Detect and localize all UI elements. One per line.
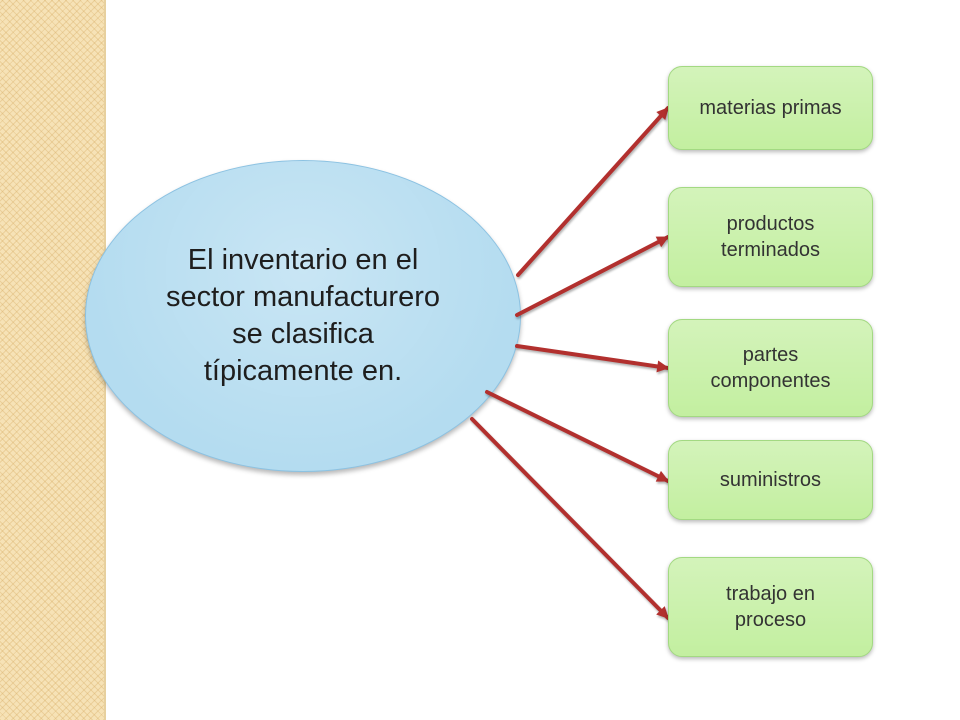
node-label: materias primas: [699, 97, 842, 119]
node-label: proceso: [734, 609, 807, 631]
central-concept-ellipse: El inventario en el sector manufacturero…: [85, 160, 521, 472]
node-label: partes: [742, 344, 799, 366]
decorative-side-stripe: [0, 0, 104, 720]
node-label: suministros: [719, 469, 822, 491]
arrow-to-productos-terminados: [515, 235, 670, 317]
node-partes-componentes: partes componentes: [668, 319, 873, 417]
arrow-to-materias-primas: [516, 106, 670, 277]
node-label: trabajo en: [726, 583, 815, 605]
node-trabajo-en-proceso: trabajo en proceso: [668, 557, 873, 657]
central-concept-line: sector manufacturero: [165, 281, 440, 313]
node-label: productos: [726, 213, 815, 235]
central-concept-line: se clasifica: [232, 318, 374, 350]
node-label: terminados: [721, 239, 820, 261]
node-productos-terminados: productos terminados: [668, 187, 873, 287]
arrow-to-trabajo-en-proceso: [470, 417, 670, 620]
node-suministros: suministros: [668, 440, 873, 520]
central-concept-line: típicamente en.: [203, 355, 403, 387]
central-concept-line: El inventario en el: [187, 244, 419, 276]
arrow-to-suministros: [485, 390, 670, 483]
node-materias-primas: materias primas: [668, 66, 873, 150]
node-label: componentes: [710, 370, 831, 392]
arrow-to-partes-componentes: [515, 344, 670, 373]
